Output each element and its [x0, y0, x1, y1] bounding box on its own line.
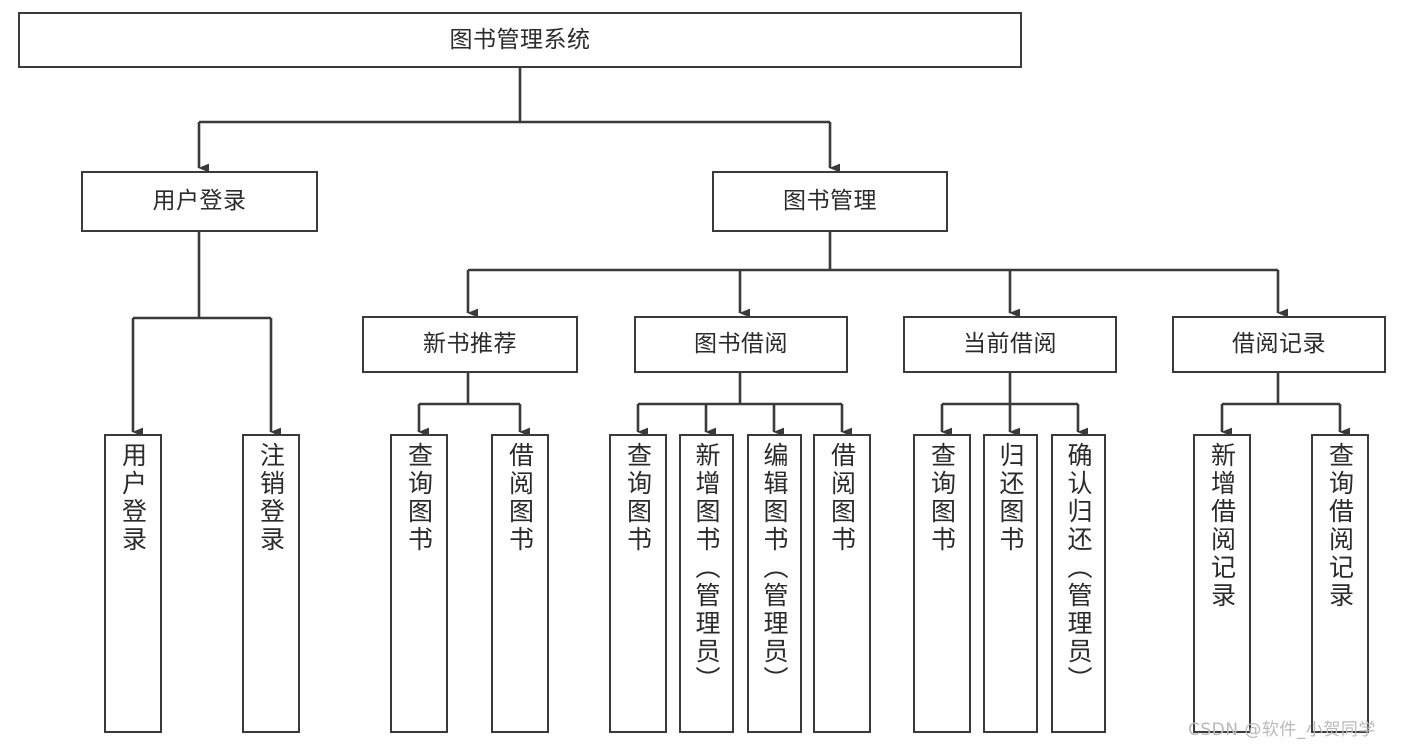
node-leaf-query-record-label: 查询借阅记录: [1325, 442, 1355, 610]
node-leaf-add-book-label: 新增图书（管理员）: [692, 442, 721, 694]
node-leaf-add-record-label: 新增借阅记录: [1207, 442, 1237, 610]
watermark-text: CSDN @软件_小贺同学: [1188, 720, 1376, 740]
node-leaf-return-book[interactable]: 归还图书: [983, 434, 1038, 733]
node-current-borrow[interactable]: 当前借阅: [903, 316, 1117, 373]
node-leaf-confirm-return[interactable]: 确认归还（管理员）: [1051, 434, 1106, 733]
node-leaf-logout-login-label: 注销登录: [256, 442, 286, 554]
node-leaf-return-book-label: 归还图书: [996, 442, 1025, 554]
node-current-borrow-label: 当前借阅: [963, 331, 1057, 358]
node-leaf-query-book-2-label: 查询图书: [623, 442, 653, 554]
node-borrow-record[interactable]: 借阅记录: [1172, 316, 1386, 373]
node-leaf-user-login[interactable]: 用户登录: [104, 434, 162, 733]
node-root-label: 图书管理系统: [449, 26, 591, 53]
node-leaf-user-login-label: 用户登录: [118, 442, 148, 554]
node-leaf-borrow-book-1-label: 借阅图书: [505, 442, 535, 554]
node-book-borrow[interactable]: 图书借阅: [634, 316, 848, 373]
node-book-manage[interactable]: 图书管理: [712, 171, 948, 232]
node-leaf-query-book-3-label: 查询图书: [927, 442, 957, 554]
node-user-login-label: 用户登录: [152, 188, 247, 215]
node-borrow-record-label: 借阅记录: [1232, 331, 1326, 358]
node-leaf-borrow-book-2-label: 借阅图书: [827, 442, 857, 554]
node-leaf-query-book-2[interactable]: 查询图书: [609, 434, 667, 733]
node-new-book-rec-label: 新书推荐: [423, 331, 517, 358]
node-leaf-confirm-return-label: 确认归还（管理员）: [1064, 442, 1093, 694]
node-leaf-query-book-3[interactable]: 查询图书: [913, 434, 971, 733]
node-leaf-query-book-1-label: 查询图书: [404, 442, 434, 554]
node-leaf-query-book-1[interactable]: 查询图书: [390, 434, 448, 733]
node-leaf-logout-login[interactable]: 注销登录: [242, 434, 300, 733]
node-leaf-edit-book-label: 编辑图书（管理员）: [760, 442, 789, 694]
node-leaf-edit-book[interactable]: 编辑图书（管理员）: [747, 434, 802, 733]
node-leaf-add-book[interactable]: 新增图书（管理员）: [679, 434, 734, 733]
node-leaf-add-record[interactable]: 新增借阅记录: [1193, 434, 1251, 733]
node-root[interactable]: 图书管理系统: [18, 12, 1022, 68]
node-leaf-query-record[interactable]: 查询借阅记录: [1311, 434, 1369, 733]
node-leaf-borrow-book-2[interactable]: 借阅图书: [813, 434, 871, 733]
node-book-borrow-label: 图书借阅: [694, 331, 788, 358]
node-user-login[interactable]: 用户登录: [81, 171, 318, 232]
node-new-book-rec[interactable]: 新书推荐: [362, 316, 578, 373]
node-book-manage-label: 图书管理: [783, 188, 877, 215]
node-leaf-borrow-book-1[interactable]: 借阅图书: [491, 434, 549, 733]
